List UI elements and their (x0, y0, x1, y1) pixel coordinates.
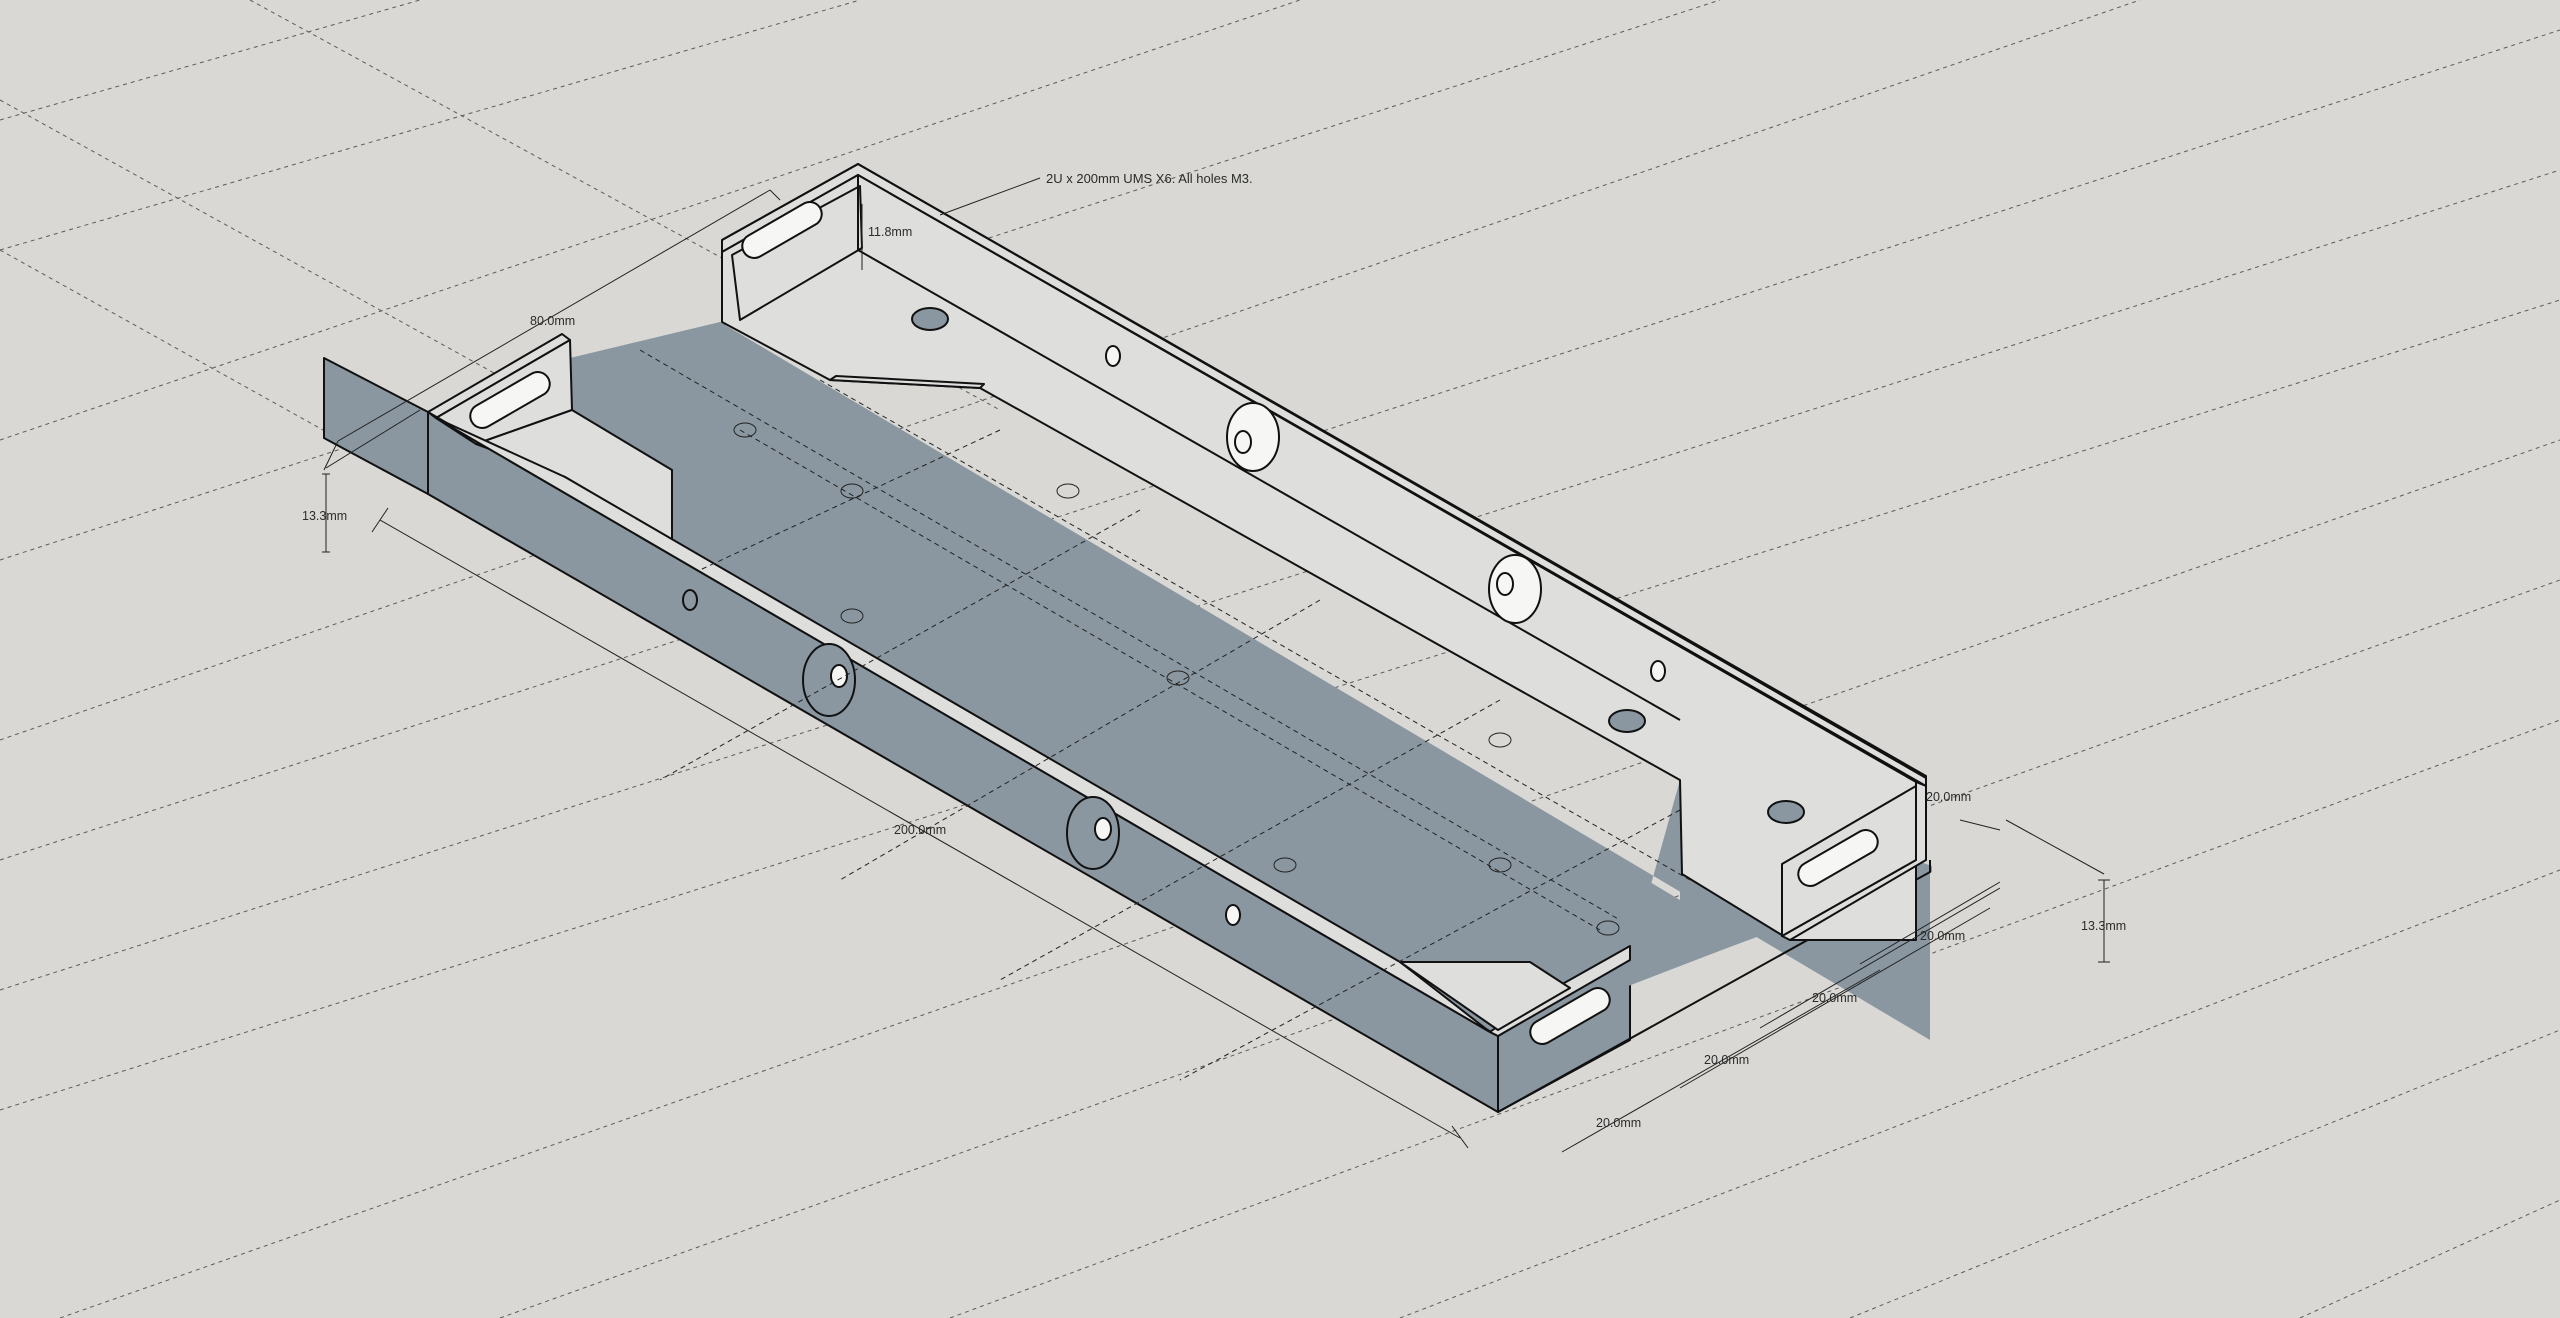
bracket-part[interactable] (323, 163, 1932, 1113)
length-dimension: 200.0mm (894, 823, 946, 837)
spacing-dimension: 20.0mm (1704, 1053, 1749, 1067)
note-annotation[interactable]: 2U x 200mm UMS X6. All holes M3. (1046, 171, 1253, 186)
left-end-face (323, 357, 429, 495)
round-holes (682, 307, 1805, 926)
wall-height-dimension: 11.8mm (868, 225, 912, 239)
width-dimension: 80.0mm (530, 314, 575, 328)
slot-hole (1529, 987, 1611, 1045)
mounting-slots (469, 201, 1879, 1045)
base-hole-marks (733, 422, 1620, 936)
spacing-dimension: 20.0mm (1812, 991, 1857, 1005)
screw-hole (1105, 345, 1121, 367)
left-height-dimension: 13.3mm (302, 509, 347, 523)
screw-hole (1650, 660, 1666, 682)
countersunk-hole (1066, 796, 1120, 870)
slot-hole (1797, 829, 1879, 887)
base-grid (639, 349, 1691, 1081)
screw-hole (682, 589, 698, 611)
spacing-dimension: 20.0mm (1920, 929, 1965, 943)
slot-hole (469, 371, 551, 429)
dimension-labels: 80.0mm 13.3mm 11.8mm 200.0mm 13.3mm 20.0… (302, 225, 2126, 1130)
countersunk-hole (1488, 554, 1542, 624)
countersunk-hole (1226, 402, 1280, 472)
note-text: 2U x 200mm UMS X6. All holes M3. (1046, 171, 1253, 186)
screw-hole (911, 307, 949, 331)
dimension-lines (322, 177, 2110, 1153)
spacing-dimension: 20.0mm (1596, 1116, 1641, 1130)
countersunk-hole (802, 643, 856, 717)
right-height-dimension: 13.3mm (2081, 919, 2126, 933)
spacing-dimension: 20.0mm (1926, 790, 1971, 804)
screw-hole (1225, 904, 1241, 926)
screw-hole (1608, 709, 1646, 733)
screw-hole (1767, 800, 1805, 824)
slot-hole (741, 201, 823, 259)
